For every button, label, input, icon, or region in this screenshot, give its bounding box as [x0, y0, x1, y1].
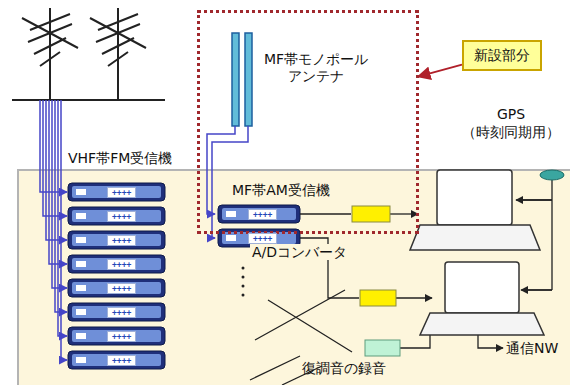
receiver-body	[68, 279, 165, 297]
laptops	[410, 170, 544, 335]
callout-text: 新設部分	[474, 47, 530, 64]
text-label: 復調音の録音	[302, 360, 386, 376]
antenna-masts	[12, 8, 165, 100]
receiver-display: ++++	[107, 307, 136, 318]
receivers	[40, 100, 300, 369]
receiver-body	[68, 255, 165, 273]
ad-converter	[360, 290, 396, 306]
receiver-switch	[76, 333, 86, 339]
text-label: （時刻同期用）	[462, 124, 560, 140]
new-section-region: MF帯モノポール アンテナ	[197, 10, 419, 234]
receiver-switch	[76, 213, 86, 219]
callout-arrow	[418, 65, 462, 77]
antenna-elements-1	[22, 14, 78, 66]
receiver-body	[68, 231, 165, 249]
wire	[396, 297, 432, 298]
ad-converter	[352, 206, 390, 222]
receiver-switch	[76, 261, 86, 267]
receiver-face	[72, 234, 161, 246]
laptop-base	[410, 225, 540, 250]
receiver-switch	[76, 357, 86, 363]
receiver-body	[68, 183, 165, 201]
receiver-display: ++++	[107, 283, 136, 294]
receiver-display: ++++	[107, 355, 136, 366]
text-label: A/Dコンバータ	[250, 244, 349, 260]
receiver-switch	[226, 235, 236, 241]
gps-arrow	[516, 199, 552, 200]
receiver-body	[68, 303, 165, 321]
text-label: VHF帯FM受信機	[68, 150, 172, 166]
receiver-body	[68, 327, 165, 345]
feed-wire	[40, 100, 67, 192]
receiver-face	[72, 354, 161, 366]
gps-dome	[540, 170, 564, 180]
laptop-screen	[437, 170, 512, 225]
text-label: GPS	[497, 106, 525, 122]
mf-monopole	[207, 33, 252, 238]
receiver-body	[218, 205, 300, 223]
receiver-face	[72, 306, 161, 318]
receiver-body	[68, 351, 165, 369]
yagi-antennas	[12, 8, 165, 100]
receiver-switch	[76, 189, 86, 195]
wire	[390, 213, 418, 214]
wire	[300, 213, 351, 214]
room-panel	[18, 170, 570, 385]
receiver-face	[222, 208, 296, 220]
feed-wire	[61, 100, 67, 360]
receiver-face	[72, 210, 161, 222]
laptop-base	[420, 313, 544, 335]
gps-arrow	[521, 289, 552, 290]
receiver-face	[72, 330, 161, 342]
feed-wire	[207, 126, 235, 214]
monopole-bar	[232, 33, 239, 126]
recorder-box	[365, 340, 400, 356]
wire	[250, 290, 430, 385]
continuation-dots	[242, 267, 245, 297]
receiver-display: ++++	[107, 187, 136, 198]
laptop-screen	[445, 262, 519, 313]
receiver-display: ++++	[248, 209, 277, 220]
receiver-face	[72, 186, 161, 198]
receiver-switch	[226, 211, 236, 217]
receiver-display: ++++	[107, 331, 136, 342]
receiver-switch	[76, 285, 86, 291]
text-label: MF帯AM受信機	[232, 182, 330, 198]
antenna-elements-2	[90, 14, 146, 66]
ad-converters	[352, 206, 400, 356]
network-arrow	[478, 335, 503, 348]
feed-wire	[58, 100, 67, 336]
receiver-body	[68, 207, 165, 225]
receiver-display: ++++	[107, 259, 136, 270]
text-label: 通信NW	[506, 340, 558, 356]
receiver-display: ++++	[107, 235, 136, 246]
receiver-face	[72, 282, 161, 294]
receiver-display: ++++	[107, 211, 136, 222]
receiver-switch	[76, 309, 86, 315]
antenna-label: MF帯モノポール アンテナ	[258, 51, 374, 85]
receiver-display: ++++	[248, 233, 277, 244]
monopole-bar	[245, 33, 252, 126]
receiver-switch	[76, 237, 86, 243]
callout-box: 新設部分	[462, 40, 542, 71]
receiver-face	[72, 258, 161, 270]
